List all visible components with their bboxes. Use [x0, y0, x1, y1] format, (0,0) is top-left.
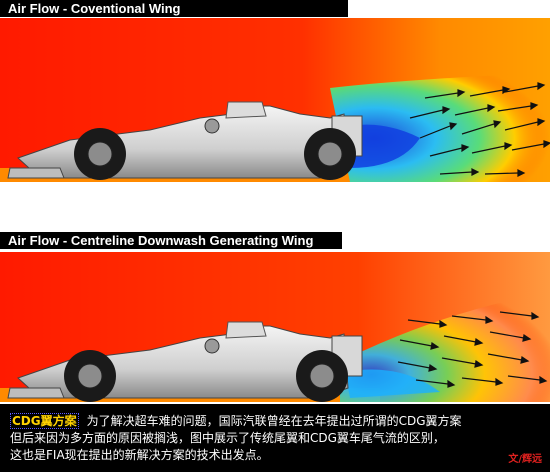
- flow-arrow-icon: [487, 353, 530, 364]
- caption-line-3: 这也是FIA现在提出的新解决方案的技术出发点。: [10, 448, 269, 462]
- flow-arrow-icon: [399, 339, 440, 350]
- flow-visualization: [0, 18, 550, 182]
- panel-title-conventional: Air Flow - Coventional Wing: [0, 0, 348, 17]
- f1-car-icon: [7, 321, 363, 402]
- flow-arrow-icon: [397, 361, 438, 372]
- panel-title-cdg: Air Flow - Centreline Downwash Generatin…: [0, 232, 342, 249]
- flow-arrow-icon: [429, 144, 470, 157]
- flow-arrow-icon: [441, 357, 484, 368]
- flow-arrow-icon: [497, 102, 539, 112]
- flow-arrow-icon: [415, 379, 456, 388]
- flow-arrow-icon: [461, 120, 502, 135]
- flow-arrow-icon: [471, 142, 513, 154]
- flow-arrows: [409, 82, 550, 177]
- watermark: 文/辉远: [508, 454, 542, 465]
- flow-arrow-icon: [424, 89, 466, 99]
- flow-arrow-icon: [484, 169, 526, 177]
- flow-arrow-icon: [469, 86, 511, 97]
- f1-car-icon: [7, 101, 363, 180]
- flow-arrow-icon: [499, 311, 540, 320]
- flow-arrow-icon: [419, 122, 458, 139]
- caption-box: CDG翼方案为了解决超车难的问题，国际汽联曾经在去年提出过所谓的CDG翼方案 但…: [0, 404, 550, 472]
- flow-arrow-icon: [489, 331, 532, 342]
- flow-arrow-icon: [443, 335, 484, 346]
- flow-arrow-icon: [451, 315, 494, 324]
- flow-arrow-icon: [507, 375, 548, 384]
- flow-arrows: [397, 311, 548, 388]
- flow-arrow-icon: [409, 106, 451, 119]
- flow-arrow-icon: [461, 377, 504, 386]
- flow-panel-conventional: [0, 18, 550, 190]
- flow-arrow-icon: [504, 118, 546, 131]
- caption-text-1: 为了解决超车难的问题，国际汽联曾经在去年提出过所谓的CDG翼方案: [86, 414, 462, 428]
- flow-arrow-icon: [511, 140, 550, 151]
- flow-arrow-icon: [454, 104, 496, 116]
- flow-panel-cdg: [0, 252, 550, 402]
- flow-arrow-icon: [407, 319, 448, 328]
- flow-arrow-icon: [504, 82, 546, 93]
- flow-visualization: [0, 252, 550, 402]
- flow-arrow-icon: [439, 168, 480, 176]
- caption-line-1: CDG翼方案为了解决超车难的问题，国际汽联曾经在去年提出过所谓的CDG翼方案: [10, 413, 542, 430]
- caption-tag: CDG翼方案: [10, 413, 79, 429]
- caption-line-2: 但后来因为多方面的原因被搁浅，图中展示了传统尾翼和CDG翼车尾气流的区别，: [10, 431, 445, 445]
